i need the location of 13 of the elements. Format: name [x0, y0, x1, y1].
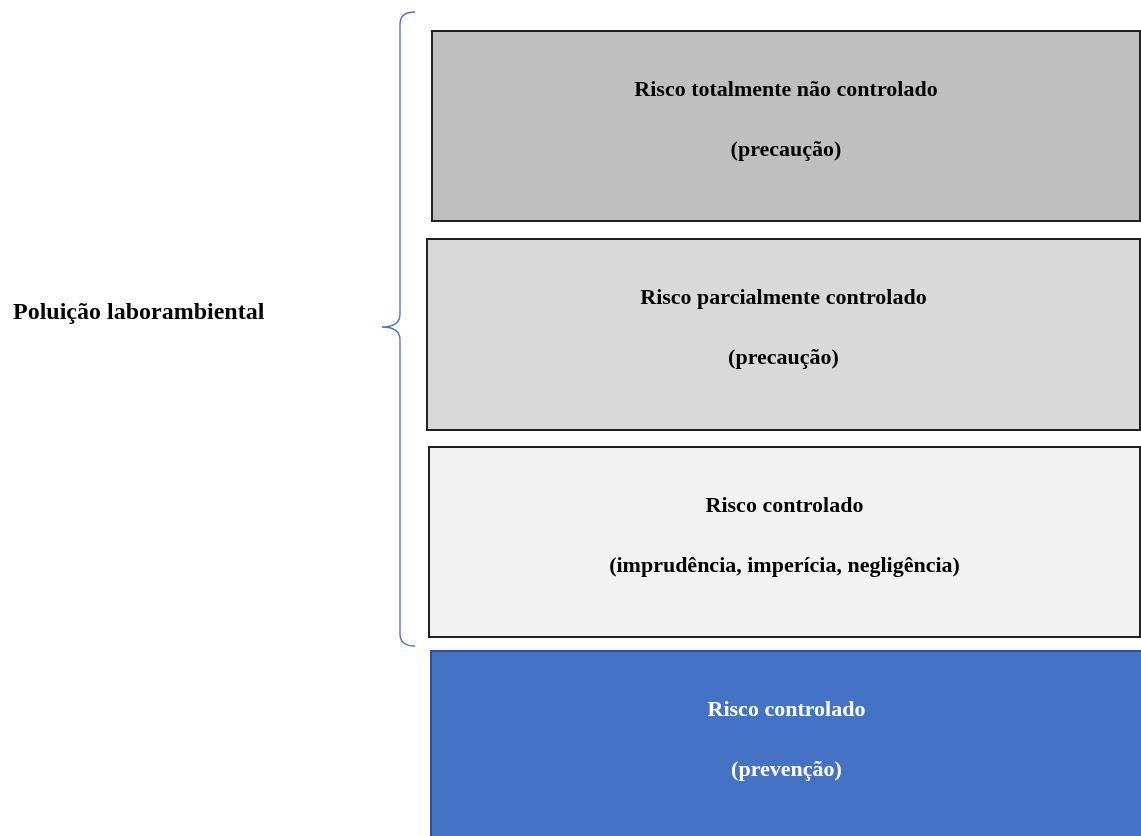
box-heading: Risco controlado	[704, 491, 865, 519]
box-subtext: (precaução)	[727, 343, 840, 371]
box-heading: Risco controlado	[706, 695, 867, 723]
risk-box	[426, 238, 1141, 431]
risk-box	[430, 650, 1141, 836]
box-subtext: (prevenção)	[730, 755, 843, 783]
risk-box	[428, 446, 1141, 638]
risk-box	[431, 30, 1141, 222]
side-label: Poluição laborambiental	[13, 298, 265, 325]
box-subtext: (precaução)	[729, 135, 843, 163]
box-subtext: (imprudência, imperícia, negligência)	[608, 551, 961, 579]
box-heading: Risco totalmente não controlado	[633, 75, 939, 103]
box-heading: Risco parcialmente controlado	[639, 283, 928, 311]
